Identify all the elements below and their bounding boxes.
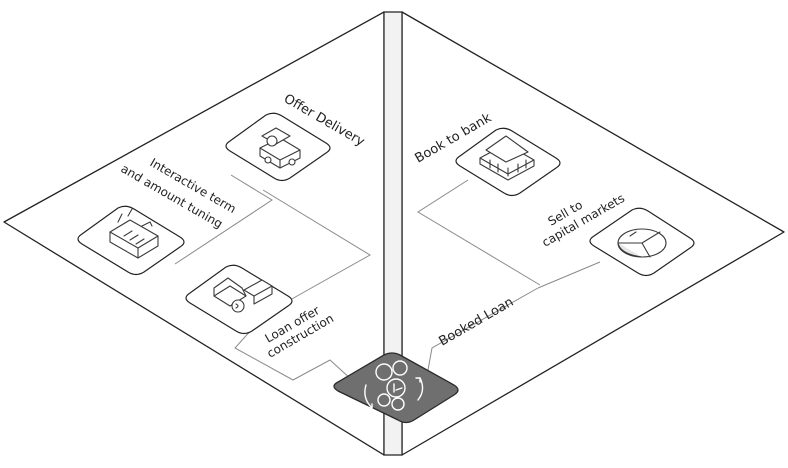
tile-hub[interactable] <box>333 352 459 424</box>
connector-booked-to-hub <box>427 287 539 371</box>
connectors <box>174 174 601 381</box>
tile-offer-delivery[interactable] <box>225 112 331 182</box>
tile-interactive-tuning[interactable] <box>77 205 185 276</box>
right-panel <box>401 11 785 456</box>
connector-delivery-to-tuning <box>174 174 273 265</box>
bank-building-icon <box>479 135 535 181</box>
connector-bank-to-booked <box>417 179 541 286</box>
delivery-truck-icon <box>259 127 301 169</box>
divider-wall <box>383 11 403 456</box>
house-money-icon <box>213 277 273 313</box>
tile-hub-base <box>333 352 459 424</box>
tile-book-to-bank[interactable] <box>455 127 561 197</box>
pie-chart-icon <box>617 228 667 258</box>
gears-cycle-icon <box>364 360 424 411</box>
connector-delivery-to-loan <box>257 189 371 319</box>
tile-capital-markets[interactable] <box>589 207 695 277</box>
calculator-document-icon <box>109 208 159 259</box>
left-panel <box>3 11 385 456</box>
tile-loan-offer[interactable] <box>185 264 293 335</box>
connector-markets-to-booked <box>537 261 601 289</box>
connector-loan-to-hub <box>234 317 353 381</box>
